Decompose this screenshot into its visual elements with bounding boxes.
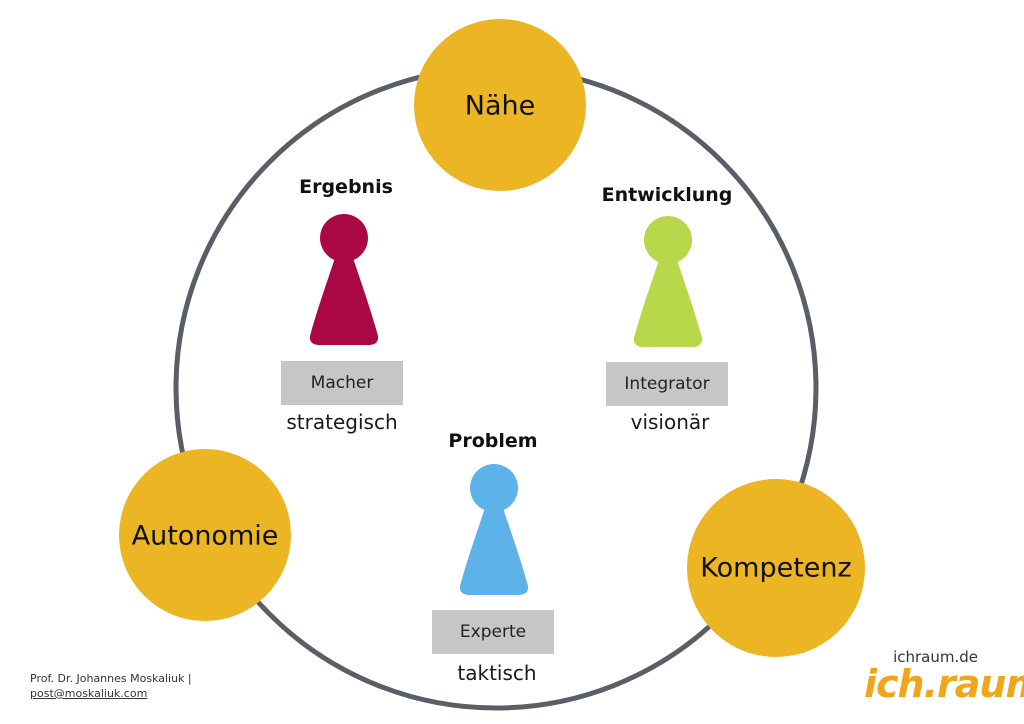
node-kompetenz xyxy=(687,479,865,657)
role-box-experte: Experte xyxy=(432,610,554,654)
heading-ergebnis: Ergebnis xyxy=(299,176,393,198)
node-label-autonomie: Autonomie xyxy=(131,520,279,552)
role-box-macher: Macher xyxy=(281,361,403,405)
author-credit: Prof. Dr. Johannes Moskaliuk | post@mosk… xyxy=(30,671,192,701)
node-label-kompetenz: Kompetenz xyxy=(700,552,852,584)
sub-taktisch: taktisch xyxy=(457,661,537,685)
logo-domain: ichraum.de xyxy=(893,648,978,666)
sub-visionaer: visionär xyxy=(630,410,710,434)
pawn-icon-macher xyxy=(309,214,379,345)
logo-wordmark: ich.raum xyxy=(864,662,1024,706)
author-name: Prof. Dr. Johannes Moskaliuk | xyxy=(30,672,192,685)
pawn-icon-experte xyxy=(459,464,529,595)
node-label-naehe: Nähe xyxy=(464,90,536,122)
author-email-link[interactable]: post@moskaliuk.com xyxy=(30,687,148,700)
heading-entwicklung: Entwicklung xyxy=(601,184,733,206)
pawn-icon-integrator xyxy=(633,216,703,347)
sub-strategisch: strategisch xyxy=(286,410,398,434)
node-naehe xyxy=(414,19,586,191)
node-autonomie xyxy=(119,449,291,621)
heading-problem: Problem xyxy=(448,430,538,452)
role-box-integrator: Integrator xyxy=(606,362,728,406)
